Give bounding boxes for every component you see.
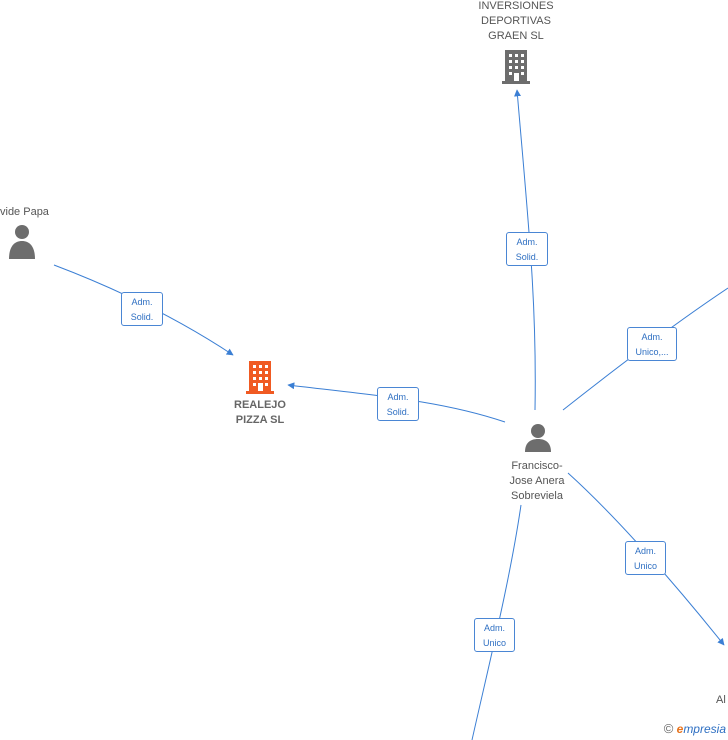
node-label-partial[interactable]: Al	[716, 694, 726, 706]
edge-label-adm-solid[interactable]: Adm. Solid.	[506, 232, 548, 266]
building-icon[interactable]	[502, 50, 530, 84]
brand-name: mpresia	[683, 722, 726, 736]
person-icon[interactable]	[525, 424, 551, 452]
edge-label-adm-unico[interactable]: Adm. Unico	[625, 541, 666, 575]
brand-initial: e	[676, 722, 684, 736]
node-label-realejo[interactable]: REALEJO PIZZA SL	[234, 399, 286, 426]
node-label-francisco[interactable]: Francisco- Jose Anera Sobreviela	[509, 460, 565, 502]
watermark: © empresia	[664, 721, 726, 736]
person-icon[interactable]	[9, 225, 35, 259]
edge-label-adm-solid[interactable]: Adm. Solid.	[377, 387, 419, 421]
edge-label-adm-solid[interactable]: Adm. Solid.	[121, 292, 163, 326]
edge-label-adm-unico[interactable]: Adm. Unico,...	[627, 327, 677, 361]
edge-label-adm-unico[interactable]: Adm. Unico	[474, 618, 515, 652]
node-label-davide[interactable]: vide Papa	[0, 206, 49, 218]
copyright-icon: ©	[663, 721, 674, 736]
building-highlight-icon[interactable]	[246, 361, 274, 394]
node-label-inversiones[interactable]: INVERSIONES DEPORTIVAS GRAEN SL	[478, 0, 554, 42]
